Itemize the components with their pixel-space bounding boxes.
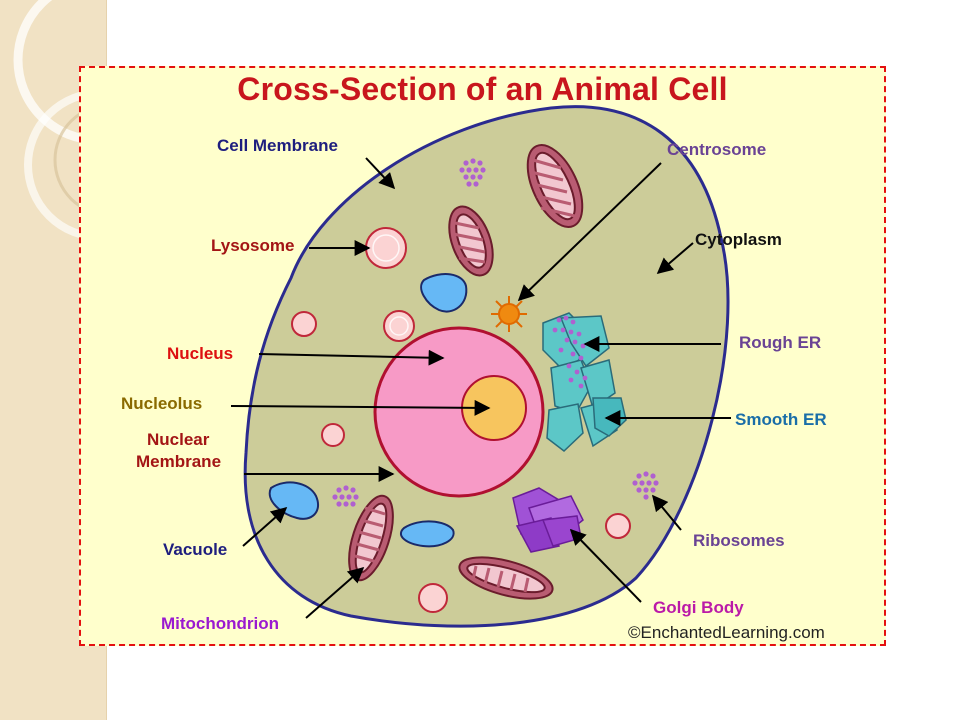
label-cell-membrane: Cell Membrane — [217, 136, 338, 155]
ribosome — [332, 158, 659, 507]
cell-diagram-frame: Cross-Section of an Animal Cell Cell Mem… — [79, 66, 886, 646]
diagram-title: Cross-Section of an Animal Cell — [237, 71, 728, 107]
mitochondrion — [458, 556, 554, 600]
label-ribosomes: Ribosomes — [693, 531, 785, 550]
golgi-body — [512, 487, 584, 553]
mitochondrion — [448, 205, 494, 277]
label-mitochondrion: Mitochondrion — [161, 614, 280, 633]
label-smooth-er: Smooth ER — [735, 410, 827, 429]
label-lysosome: Lysosome — [211, 236, 295, 255]
vacuole — [268, 273, 468, 548]
label-centrosome: Centrosome — [667, 140, 767, 159]
label-nuclear-membrane-line1: Nuclear — [147, 430, 210, 449]
lysosome — [291, 227, 631, 613]
mitochondrion — [526, 144, 584, 228]
copyright-notice: ©EnchantedLearning.com — [628, 623, 825, 642]
label-nucleus: Nucleus — [167, 344, 234, 363]
label-rough-er: Rough ER — [739, 333, 822, 352]
centrosome — [491, 296, 527, 332]
label-nucleolus: Nucleolus — [121, 394, 203, 413]
cell-illustration — [230, 105, 731, 628]
label-cytoplasm: Cytoplasm — [695, 230, 782, 249]
label-nuclear-membrane-line2: Membrane — [136, 452, 222, 471]
label-vacuole: Vacuole — [163, 540, 228, 559]
nucleus — [373, 326, 545, 498]
label-golgi-body: Golgi Body — [653, 598, 744, 617]
